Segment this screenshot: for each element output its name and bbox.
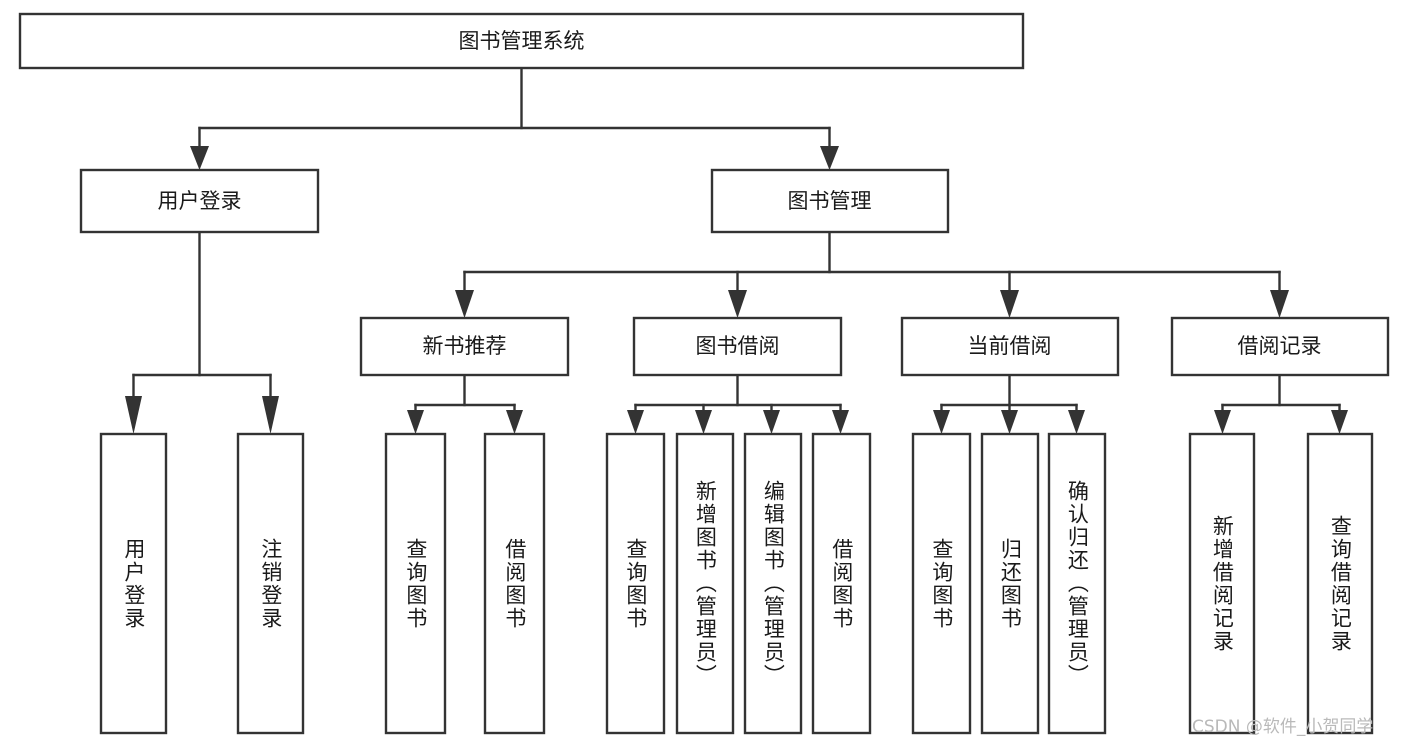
node-label-root: 图书管理系统 [459, 29, 585, 53]
node-box-leaf-borrow-book-2[interactable] [811, 432, 872, 735]
arrow-head-leaf-query-record [1331, 410, 1348, 434]
arrow-head-leaf-add-record [1214, 410, 1231, 434]
node-box-new-book-recommend[interactable] [359, 316, 570, 377]
arrow-head-leaf-borrow-book-2 [832, 410, 849, 434]
arrow-head-leaf-query-book-1 [407, 410, 424, 434]
node-box-leaf-user-login[interactable] [99, 432, 168, 735]
node-box-leaf-query-record[interactable] [1306, 432, 1374, 735]
arrow-head-user-login [190, 146, 209, 170]
node-box-leaf-add-book[interactable] [675, 432, 735, 735]
arrow-head-leaf-borrow-book-1 [506, 410, 523, 434]
arrow-head-book-manage [820, 146, 839, 170]
arrow-head-new-book-recommend [455, 290, 474, 318]
node-box-leaf-borrow-book-1[interactable] [483, 432, 546, 735]
arrow-head-leaf-user-logout [262, 396, 279, 434]
node-box-leaf-query-book-1[interactable] [384, 432, 447, 735]
node-box-borrow-record[interactable] [1170, 316, 1390, 377]
node-box-leaf-query-book-2[interactable] [605, 432, 666, 735]
node-layer: 图书管理系统 用户登录 图书管理 新书推荐 图书借阅 当前借阅 借阅记录 [18, 12, 1390, 735]
arrow-head-borrow-record [1270, 290, 1289, 318]
arrow-head-leaf-add-book [695, 410, 712, 434]
arrow-head-leaf-confirm-return [1068, 410, 1085, 434]
node-label-current-borrow: 当前借阅 [968, 334, 1052, 358]
arrow-head-book-borrow [728, 290, 747, 318]
arrow-head-leaf-edit-book [763, 410, 780, 434]
node-box-leaf-return-book[interactable] [980, 432, 1040, 735]
connector-layer [125, 66, 1348, 434]
node-box-root[interactable] [18, 12, 1025, 70]
node-label-borrow-record: 借阅记录 [1238, 334, 1322, 358]
node-box-user-login[interactable] [79, 168, 320, 234]
csdn-watermark: CSDN @软件_小贺同学 [1192, 717, 1374, 737]
node-box-book-borrow[interactable] [632, 316, 843, 377]
node-box-leaf-user-logout[interactable] [236, 432, 305, 735]
node-box-leaf-edit-book[interactable] [743, 432, 803, 735]
node-box-leaf-confirm-return[interactable] [1047, 432, 1107, 735]
node-box-book-manage[interactable] [710, 168, 950, 234]
arrow-head-leaf-query-book-2 [627, 410, 644, 434]
node-label-new-book-recommend: 新书推荐 [423, 334, 507, 358]
node-label-book-borrow: 图书借阅 [696, 334, 780, 358]
arrow-head-leaf-query-book-3 [933, 410, 950, 434]
node-box-current-borrow[interactable] [900, 316, 1120, 377]
node-box-leaf-add-record[interactable] [1188, 432, 1256, 735]
arrow-head-current-borrow [1000, 290, 1019, 318]
arrow-head-leaf-user-login [125, 396, 142, 434]
node-label-book-manage: 图书管理 [788, 189, 872, 213]
arrow-head-leaf-return-book [1001, 410, 1018, 434]
node-label-user-login: 用户登录 [158, 189, 242, 213]
node-box-leaf-query-book-3[interactable] [911, 432, 972, 735]
